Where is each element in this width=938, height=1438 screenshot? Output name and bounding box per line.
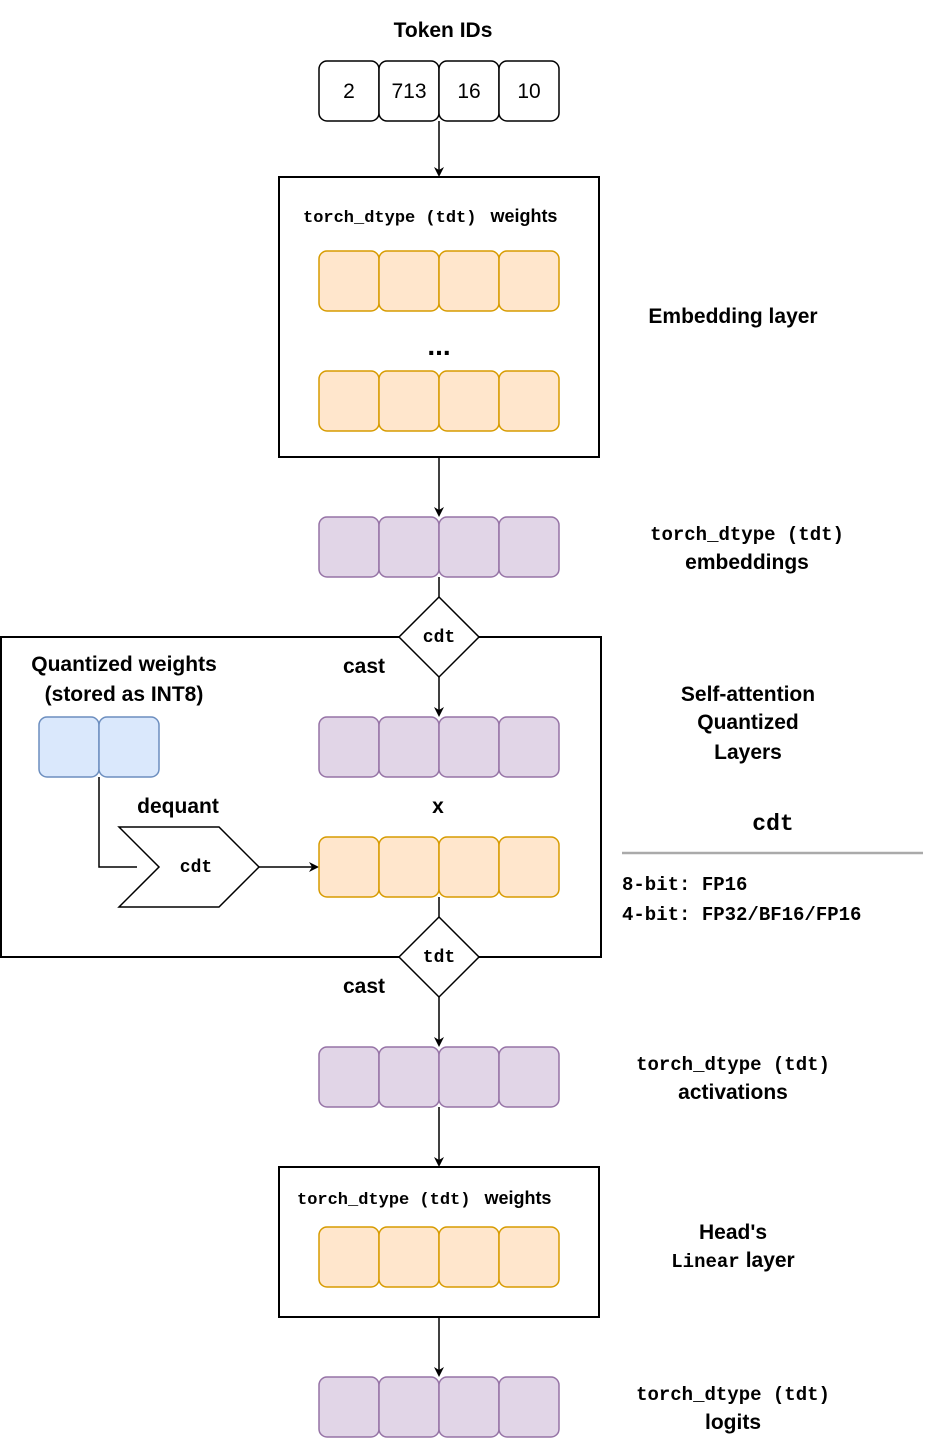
dequant-dtype: cdt (180, 858, 212, 878)
embeddings-activation-row (318, 516, 560, 578)
int8-weight-row (38, 716, 160, 778)
head-layer-label-line1: Head's (699, 1221, 767, 1244)
activation-cell (318, 1376, 380, 1438)
logits-label: logits (705, 1411, 761, 1434)
activation-cell (378, 516, 440, 578)
quantized-weights-label-line2: (stored as INT8) (45, 683, 204, 706)
token-id-cell: 2 (318, 60, 380, 122)
activation-cell (438, 1046, 500, 1108)
weight-cell (378, 1226, 440, 1288)
weight-cell (378, 250, 440, 312)
token-id-value: 2 (343, 80, 355, 103)
cast-out-dtype: tdt (423, 948, 455, 968)
weight-cell (498, 836, 560, 898)
activation-cell (318, 516, 380, 578)
dequant-connector (98, 777, 137, 868)
head-weights-text: weights (483, 1188, 551, 1208)
cdt-legend-line-4bit: 4-bit: FP32/BF16/FP16 (622, 904, 861, 926)
weight-cell (378, 370, 440, 432)
dequant-chevron: cdt (117, 826, 261, 908)
logits-dtype-label: torch_dtype (tdt) (636, 1384, 830, 1406)
weight-cell (438, 370, 500, 432)
embedding-ellipsis: ... (427, 330, 450, 361)
weight-cell (498, 1226, 560, 1288)
cdt-legend-line-8bit: 8-bit: FP16 (622, 874, 747, 896)
activation-cell (378, 1046, 440, 1108)
self-attention-label-line1: Self-attention (681, 683, 815, 706)
embedding-weights-text: weights (489, 206, 557, 226)
activation-cell (438, 1376, 500, 1438)
token-id-value: 10 (517, 80, 540, 103)
weight-cell (318, 1226, 380, 1288)
embedding-weight-row-first (318, 250, 560, 312)
cast-in-dtype: cdt (423, 628, 455, 648)
weight-cell (318, 250, 380, 312)
logits-activation-row (318, 1376, 560, 1438)
int8-weight-cell (98, 716, 160, 778)
cast-to-tdt-diamond: tdt (397, 915, 481, 999)
dequant-label: dequant (137, 795, 219, 818)
embedding-layer-label: Embedding layer (648, 305, 817, 328)
head-weight-row (318, 1226, 560, 1288)
self-attention-label-line2: Quantized (697, 711, 799, 734)
weight-cell (438, 250, 500, 312)
activation-cell (378, 1376, 440, 1438)
activations-dtype-label: torch_dtype (tdt) (636, 1054, 830, 1076)
token-id-cell: 713 (378, 60, 440, 122)
activation-cell (498, 1376, 560, 1438)
embedding-weights-dtype: torch_dtype (tdt) (303, 209, 476, 228)
head-layer-text: layer (746, 1249, 795, 1272)
token-id-value: 713 (391, 80, 426, 103)
weight-cell (498, 250, 560, 312)
output-activation-row (318, 1046, 560, 1108)
cast-out-label: cast (343, 975, 385, 998)
weight-cell (438, 1226, 500, 1288)
activation-cell (438, 716, 500, 778)
cdt-legend-title: cdt (752, 811, 793, 837)
token-id-cell: 10 (498, 60, 560, 122)
attention-activation-row (318, 716, 560, 778)
embedding-weight-row-last (318, 370, 560, 432)
activation-cell (498, 716, 560, 778)
cdt-legend: cdt 8-bit: FP16 4-bit: FP32/BF16/FP16 (622, 811, 923, 926)
token-id-row: 2 713 16 10 (318, 60, 560, 122)
cast-to-cdt-diamond: cdt (397, 595, 481, 679)
weight-cell (318, 836, 380, 898)
weight-cell (318, 370, 380, 432)
weight-cell (378, 836, 440, 898)
dequantized-weight-row (318, 836, 560, 898)
activations-label: activations (678, 1081, 788, 1104)
token-ids-title: Token IDs (394, 19, 493, 42)
self-attention-box (0, 636, 602, 958)
head-weights-label: torch_dtype (tdt) weights (297, 1188, 551, 1210)
embeddings-label: embeddings (685, 551, 809, 574)
head-weights-dtype: torch_dtype (tdt) (297, 1191, 470, 1210)
self-attention-label-line3: Layers (714, 741, 782, 764)
activation-cell (498, 516, 560, 578)
int8-weight-cell (38, 716, 100, 778)
activation-cell (378, 716, 440, 778)
token-id-cell: 16 (438, 60, 500, 122)
weight-cell (498, 370, 560, 432)
embedding-weights-label: torch_dtype (tdt) weights (303, 206, 557, 228)
activation-cell (318, 716, 380, 778)
activation-cell (498, 1046, 560, 1108)
quantized-weights-label-line1: Quantized weights (31, 653, 217, 676)
token-id-value: 16 (457, 80, 480, 103)
head-layer-label-line2: Linear layer (671, 1249, 794, 1273)
cast-in-label: cast (343, 655, 385, 678)
weight-cell (438, 836, 500, 898)
head-layer-code: Linear (671, 1251, 739, 1273)
activation-cell (438, 516, 500, 578)
embeddings-dtype-label: torch_dtype (tdt) (650, 524, 844, 546)
activation-cell (318, 1046, 380, 1108)
multiply-symbol: x (432, 795, 444, 818)
